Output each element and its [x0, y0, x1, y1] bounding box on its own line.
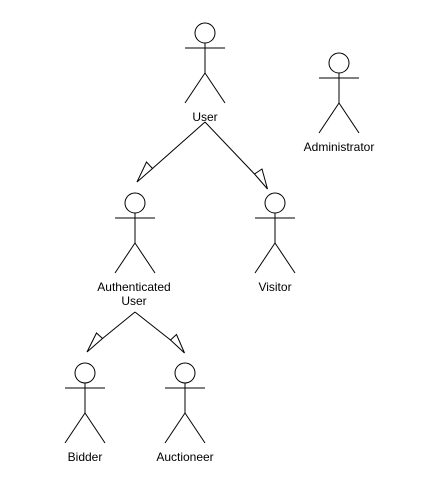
- actor-auctioneer: Auctioneer: [156, 362, 214, 464]
- actor-label-administrator: Administrator: [304, 140, 375, 154]
- stick-figure-icon: [164, 362, 206, 444]
- actor-user: User: [184, 22, 226, 124]
- actor-label-authenticated-user-line-1: Authenticated: [97, 280, 170, 294]
- actor-label-authenticated-user-line-2: User: [121, 294, 146, 308]
- actor-visitor: Visitor: [254, 192, 296, 294]
- actor-label-visitor: Visitor: [258, 280, 291, 294]
- actor-authenticated-user: Authenticated User: [97, 192, 171, 308]
- generalization-user-to-visitor: [204, 121, 268, 190]
- stick-figure-icon: [318, 52, 360, 134]
- actor-label-bidder: Bidder: [68, 450, 103, 464]
- generalization-authenticated-user-to-bidder: [86, 311, 136, 353]
- stick-figure-icon: [114, 192, 156, 274]
- stick-figure-icon: [64, 362, 106, 444]
- actor-label-user: User: [192, 110, 217, 124]
- actor-administrator: Administrator: [304, 52, 375, 154]
- actor-label-auctioneer: Auctioneer: [156, 450, 213, 464]
- generalization-authenticated-user-to-auctioneer: [134, 311, 185, 354]
- actor-bidder: Bidder: [64, 362, 106, 464]
- stick-figure-icon: [184, 22, 226, 104]
- stick-figure-icon: [254, 192, 296, 274]
- generalization-user-to-authenticated-user: [136, 121, 206, 183]
